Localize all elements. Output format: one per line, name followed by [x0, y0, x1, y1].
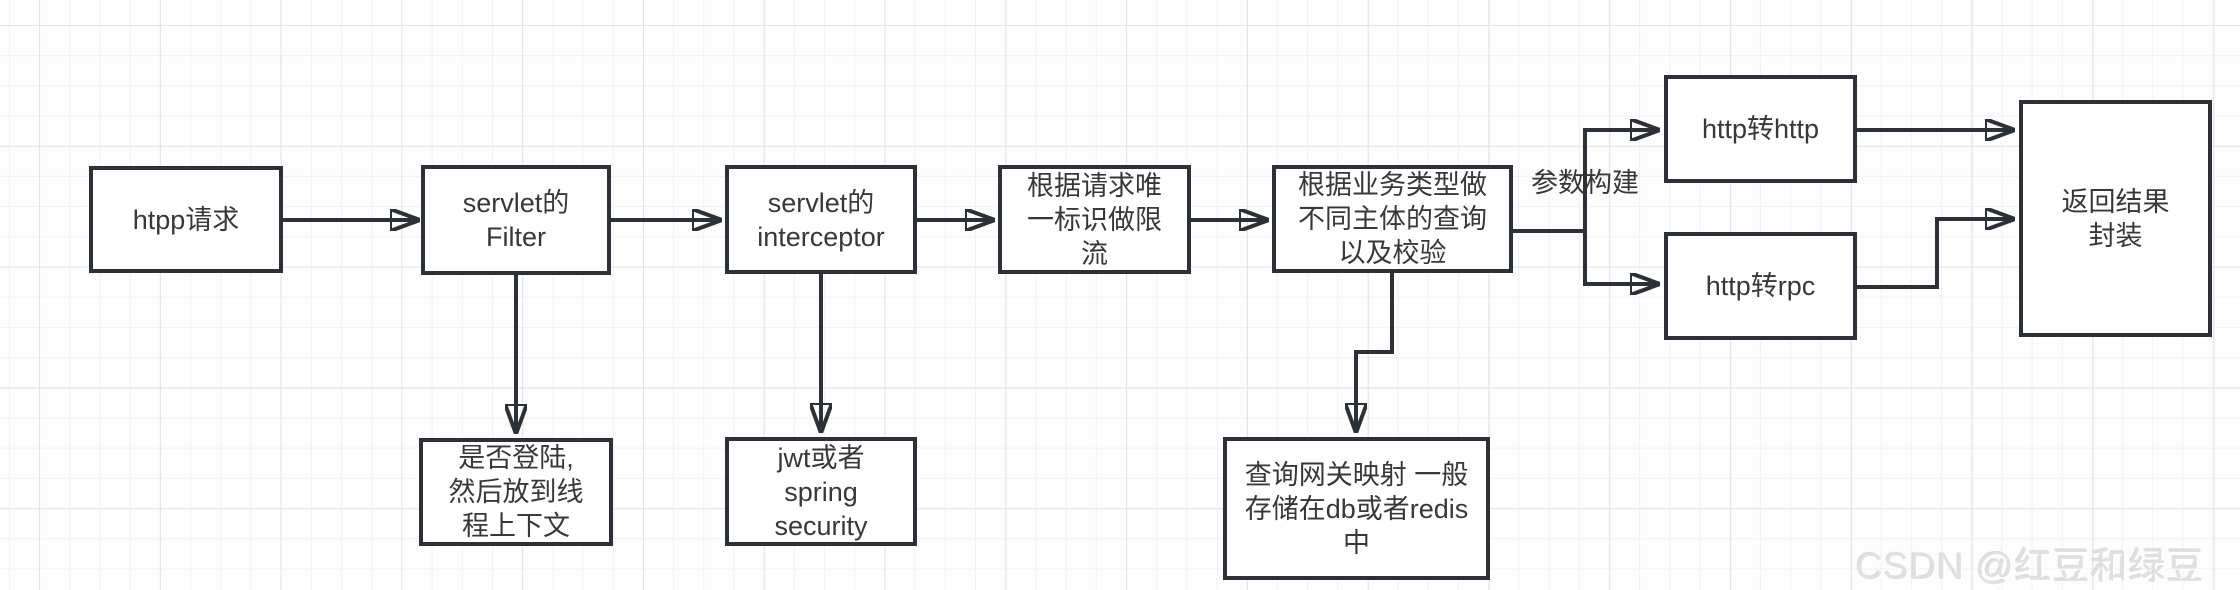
flow-node-business-check: 根据业务类型做 不同主体的查询 以及校验: [1272, 165, 1513, 273]
csdn-watermark: CSDN @红豆和绿豆: [1856, 546, 2205, 587]
edge-label-param-build: 参数构建: [1531, 168, 1639, 198]
edge-check-to-mapping: [1356, 273, 1394, 429]
flow-node-http-to-http: http转http: [1664, 75, 1857, 183]
edge-branch-to-http: [1583, 130, 1656, 231]
flow-node-servlet-filter: servlet的 Filter: [421, 165, 611, 275]
flow-node-http-request: htpp请求: [89, 166, 283, 273]
edge-rpc-to-result: [1857, 219, 2011, 289]
flow-node-result-wrap: 返回结果封装: [2019, 100, 2212, 337]
flow-node-gateway-mapping: 查询网关映射 一般 存储在db或者redis 中: [1223, 437, 1490, 580]
flow-node-rate-limit: 根据请求唯 一标识做限 流: [998, 165, 1191, 274]
edge-branch-to-rpc: [1583, 231, 1656, 284]
flow-node-jwt-spring: jwt或者 spring security: [725, 437, 917, 546]
flow-node-servlet-interceptor: servlet的 interceptor: [725, 165, 917, 274]
flow-node-http-to-rpc: http转rpc: [1664, 232, 1857, 340]
flow-node-login-check: 是否登陆, 然后放到线 程上下文: [419, 438, 613, 546]
